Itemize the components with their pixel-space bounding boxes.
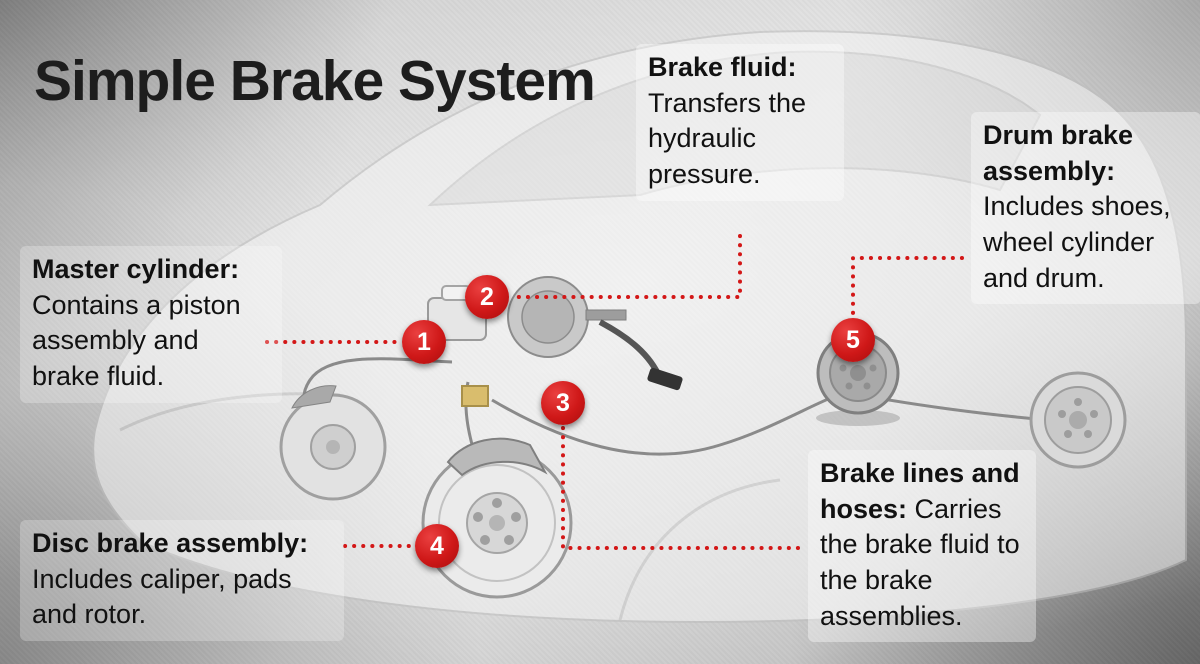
- callout-heading: Disc brake assembly:: [32, 528, 309, 558]
- callout-brake-lines: Brake lines and hoses: Carries the brake…: [808, 450, 1036, 643]
- callout-heading: Drum brake assembly:: [983, 120, 1134, 186]
- leader-line-fluid: [512, 234, 742, 299]
- disc-caliper: [446, 437, 548, 477]
- leader-line-drum: [851, 256, 964, 316]
- callout-body: Includes shoes, wheel cylinder and drum.: [983, 191, 1171, 293]
- callout-brake-fluid: Brake fluid: Transfers the hydraulic pre…: [636, 44, 844, 201]
- number-badge-3: 3: [541, 381, 585, 425]
- front-disc-rotor-main: [421, 437, 573, 599]
- callout-body: Includes caliper, pads and rotor.: [32, 563, 292, 630]
- callout-heading: Brake fluid:: [648, 52, 797, 82]
- distribution-block: [461, 385, 489, 407]
- number-badge-4: 4: [415, 524, 459, 568]
- callout-drum-brake: Drum brake assembly: Includes shoes, whe…: [971, 112, 1200, 305]
- callout-disc-brake: Disc brake assembly: Includes caliper, p…: [20, 520, 344, 641]
- rear-drum-right: [1029, 371, 1127, 469]
- brake-pedal: [598, 319, 683, 391]
- number-badge-2: 2: [465, 275, 509, 319]
- front-disc-rotor-left: [279, 385, 387, 501]
- number-badge-1: 1: [402, 320, 446, 364]
- diagram-title: Simple Brake System: [34, 49, 596, 113]
- callout-heading: Master cylinder:: [32, 254, 240, 284]
- leader-line-lines: [561, 426, 802, 550]
- brake-booster: [507, 276, 627, 358]
- disc-caliper-left: [291, 385, 337, 409]
- callout-master-cylinder: Master cylinder: Contains a piston assem…: [20, 246, 282, 403]
- callout-body: Transfers the hydraulic pressure.: [648, 87, 807, 189]
- number-badge-5: 5: [831, 318, 875, 362]
- callout-body: Contains a piston assembly and brake flu…: [32, 289, 241, 391]
